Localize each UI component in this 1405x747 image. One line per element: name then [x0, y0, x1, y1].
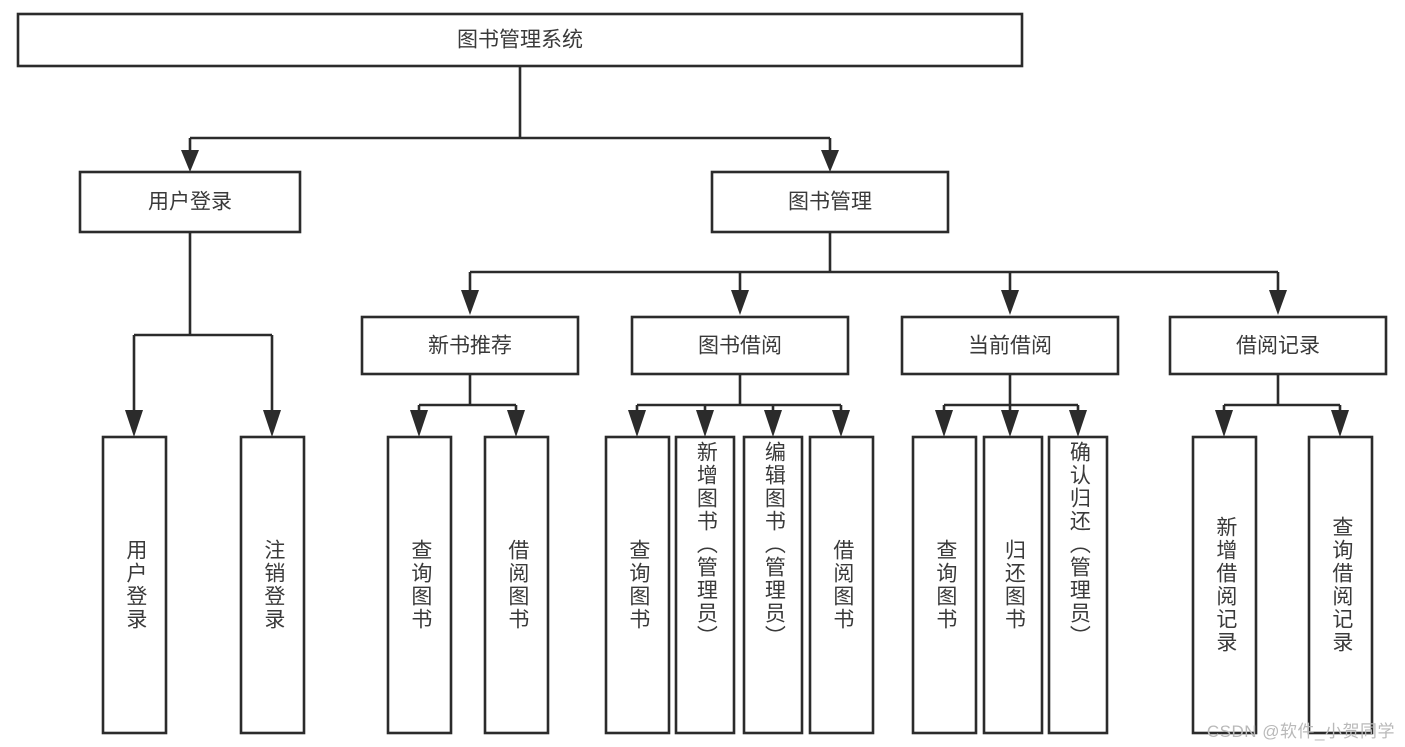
- node-root-label: 图书管理系统: [457, 29, 583, 52]
- arrow-level3-1: [461, 290, 479, 315]
- arrow-level3-3: [1001, 290, 1019, 315]
- arrow-book-borrow-leaf-1: [628, 410, 646, 437]
- node-current-borrow-box: [900, 315, 1120, 376]
- leaf-box-book-borrow-2[interactable]: [742, 435, 804, 735]
- node-borrow-record-label: 借阅记录: [1236, 335, 1320, 358]
- leaf-box-borrow-record-0[interactable]: [1191, 435, 1258, 735]
- arrow-new-book-leaf-2: [507, 410, 525, 437]
- arrow-borrow-record-leaf-2: [1331, 410, 1349, 437]
- watermark: CSDN @软件_小贺同学: [1206, 722, 1395, 741]
- arrow-borrow-record-leaf-1: [1215, 410, 1233, 437]
- arrow-current-borrow-leaf-1: [935, 410, 953, 437]
- arrow-level3-4: [1269, 290, 1287, 315]
- arrow-user-login-leaf-1: [125, 410, 143, 437]
- node-book-borrow-box: [630, 315, 850, 376]
- leaf-box-borrow-record-1[interactable]: [1307, 435, 1374, 735]
- node-book-management[interactable]: 图书管理: [710, 170, 950, 234]
- arrow-current-borrow-leaf-3: [1069, 410, 1087, 437]
- leaf-box-book-borrow-1[interactable]: [674, 435, 736, 735]
- leaf-box-user-login-0[interactable]: [101, 435, 168, 735]
- arrow-current-borrow-leaf-2: [1001, 410, 1019, 437]
- leaf-box-user-login-1[interactable]: [239, 435, 306, 735]
- node-borrow-record[interactable]: 借阅记录: [1168, 315, 1388, 376]
- leaf-box-new-book-0[interactable]: [386, 435, 453, 735]
- node-book-management-label: 图书管理: [788, 191, 872, 214]
- arrow-level2-1: [181, 150, 199, 172]
- node-book-management-box: [710, 170, 950, 234]
- node-new-book-recommend-label: 新书推荐: [428, 335, 512, 358]
- node-new-book-recommend[interactable]: 新书推荐: [360, 315, 580, 376]
- node-new-book-recommend-box: [360, 315, 580, 376]
- leaf-box-new-book-1[interactable]: [483, 435, 550, 735]
- leaf-box-book-borrow-0[interactable]: [604, 435, 671, 735]
- node-current-borrow-label: 当前借阅: [968, 335, 1052, 358]
- node-user-login-label: 用户登录: [148, 191, 232, 214]
- node-borrow-record-box: [1168, 315, 1388, 376]
- node-root-box: [16, 12, 1024, 68]
- arrow-new-book-leaf-1: [410, 410, 428, 437]
- arrow-book-borrow-leaf-3: [764, 410, 782, 437]
- leaf-box-current-borrow-0[interactable]: [911, 435, 978, 735]
- node-user-login[interactable]: 用户登录: [78, 170, 302, 234]
- node-book-borrow[interactable]: 图书借阅: [630, 315, 850, 376]
- node-current-borrow[interactable]: 当前借阅: [900, 315, 1120, 376]
- arrow-book-borrow-leaf-2: [696, 410, 714, 437]
- node-root[interactable]: 图书管理系统: [16, 12, 1024, 68]
- node-book-borrow-label: 图书借阅: [698, 335, 782, 358]
- arrow-book-borrow-leaf-4: [832, 410, 850, 437]
- arrow-user-login-leaf-2: [263, 410, 281, 437]
- arrow-level3-2: [731, 290, 749, 315]
- arrow-level2-2: [821, 150, 839, 172]
- leaf-box-current-borrow-2[interactable]: [1047, 435, 1109, 735]
- leaf-box-book-borrow-3[interactable]: [808, 435, 875, 735]
- leaf-box-current-borrow-1[interactable]: [982, 435, 1044, 735]
